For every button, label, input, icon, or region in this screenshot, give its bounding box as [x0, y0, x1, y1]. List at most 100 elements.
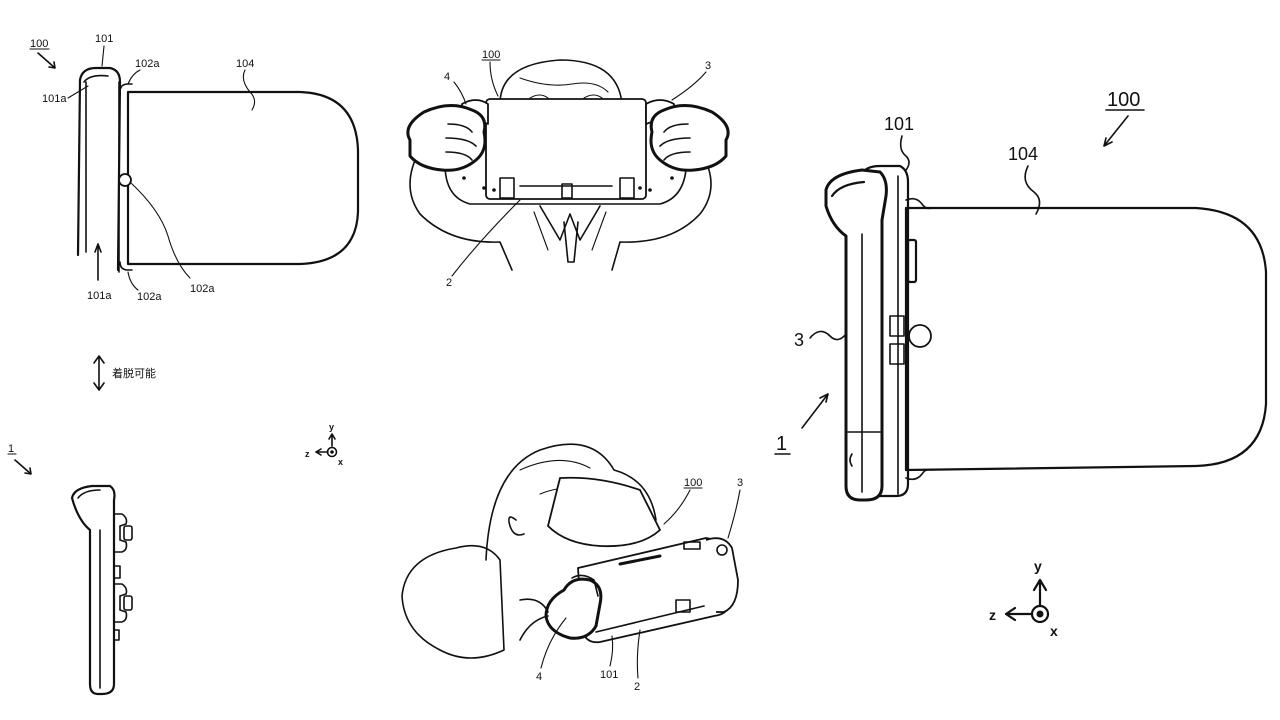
label-1-right: 1: [776, 433, 787, 455]
grip-101-inner: [83, 74, 109, 83]
label-101-topleft: 101: [95, 33, 113, 45]
label-100-topleft: 100: [30, 38, 48, 50]
axis-large-x: x: [1050, 623, 1058, 639]
axis-large-x-dot: [1036, 610, 1044, 618]
axes-indicator-large: y z x: [989, 558, 1058, 639]
side-button-3: [889, 343, 905, 365]
label-4-topcenter: 4: [444, 71, 450, 83]
controller-left-bc: [571, 574, 599, 597]
label-100-right: 100: [1107, 89, 1140, 111]
leader-102a-mid: [129, 181, 191, 279]
leader-101-bc: [609, 635, 614, 667]
hand-left-bc: [544, 577, 603, 640]
button-top-a: [123, 525, 133, 541]
leader-100-bc: [663, 489, 691, 525]
label-3-right: 3: [794, 330, 804, 350]
axis-small-x-circle: [326, 446, 338, 458]
axes-indicator-small: y z x: [305, 422, 343, 467]
leader-4-bc: [540, 617, 567, 669]
axis-small-y: y: [329, 422, 334, 432]
arrow-101a-bottom: [94, 243, 102, 281]
controller-trigger: [77, 489, 101, 499]
torso-right: [611, 149, 712, 271]
controller-3-notch: [849, 453, 853, 467]
label-3-bottomcenter: 3: [737, 477, 743, 489]
eyes: [529, 94, 603, 99]
ear-bc: [508, 516, 525, 536]
leader-3-topcenter: [671, 71, 707, 101]
pointer-arrow-100-right: [1103, 115, 1129, 147]
label-3-topcenter: 3: [705, 60, 711, 72]
knob-large: [908, 324, 932, 348]
figure-attachment-side-view: 100 101 101a 102a 104 102a 101a 102a: [29, 33, 360, 303]
button-cluster-bottom: [113, 583, 128, 623]
leader-101: [101, 45, 105, 67]
axis-small-y-arrow: [328, 433, 336, 447]
stand-right: [619, 177, 635, 199]
leader-102a-top: [127, 69, 141, 85]
stand-left: [499, 177, 515, 199]
device-slot-bc: [618, 554, 662, 566]
body-tab-top: [905, 197, 933, 210]
torso-bc: [401, 544, 505, 659]
label-101a-top: 101a: [42, 93, 67, 105]
sleeve-bc: [519, 598, 549, 613]
body-tab-bottom: [905, 468, 933, 481]
label-101-right: 101: [884, 114, 914, 134]
label-102a-top: 102a: [135, 58, 160, 70]
device-frame-bottom: [444, 149, 688, 205]
leader-102a-bottom: [127, 271, 139, 291]
fingers-left: [445, 123, 477, 161]
fingers-right: [659, 123, 691, 161]
figure-controller-side-view: 1: [7, 443, 133, 696]
button-cluster-top: [113, 513, 128, 553]
leader-3-bc: [727, 489, 741, 539]
hair-outline-bc: [485, 443, 657, 561]
label-102a-mid: 102a: [190, 283, 215, 295]
leader-101-right: [899, 135, 910, 171]
label-102a-bottom: 102a: [137, 291, 162, 303]
body-104-large: [904, 206, 1268, 472]
device-port-bc: [683, 541, 701, 550]
detachable-caption: 着脱可能: [112, 366, 156, 380]
label-100-topcenter: 100: [482, 49, 500, 61]
label-2-topcenter: 2: [446, 277, 452, 289]
controller-right-bc: [705, 537, 739, 613]
axis-small-z: z: [305, 449, 310, 459]
pointer-arrow-1: [14, 459, 32, 475]
leader-101a-top: [67, 85, 89, 99]
knob-102a: [118, 173, 132, 187]
leader-3-right: [809, 330, 847, 341]
hair-strand: [519, 77, 609, 93]
body-104-outline: [126, 90, 360, 266]
leader-2-topcenter: [451, 199, 521, 277]
tie: [563, 221, 579, 263]
connector: [561, 183, 573, 199]
visor-bc: [547, 476, 661, 548]
leader-100-topcenter: [489, 61, 499, 97]
detachable-indicator: 着脱可能: [93, 355, 156, 391]
arm-left-bc: [519, 615, 549, 641]
device-stand-bc: [675, 599, 691, 613]
button-mid: [113, 565, 121, 579]
collar: [539, 205, 601, 241]
label-100-bottomcenter: 100: [684, 477, 702, 489]
axis-large-z-arrow: [1004, 606, 1034, 622]
leader-104: [242, 69, 256, 111]
pointer-arrow: [37, 52, 56, 69]
axis-small-z-arrow: [315, 448, 329, 456]
hair-outline: [499, 59, 623, 105]
frame-101-large: [860, 164, 910, 498]
side-button-1: [906, 238, 918, 284]
label-2-bottomcenter: 2: [634, 681, 640, 693]
leader-2-bc: [636, 629, 641, 679]
axis-small-x: x: [338, 457, 343, 467]
tab-102a-top: [119, 83, 133, 93]
axis-large-y: y: [1034, 558, 1042, 574]
label-1-bottomleft: 1: [8, 443, 14, 455]
grip-101-outline: [76, 66, 122, 272]
tab-102a-bottom: [119, 261, 133, 271]
stick-right-bc: [716, 544, 728, 556]
controller-body: [70, 484, 116, 696]
label-104-topleft: 104: [236, 58, 254, 70]
